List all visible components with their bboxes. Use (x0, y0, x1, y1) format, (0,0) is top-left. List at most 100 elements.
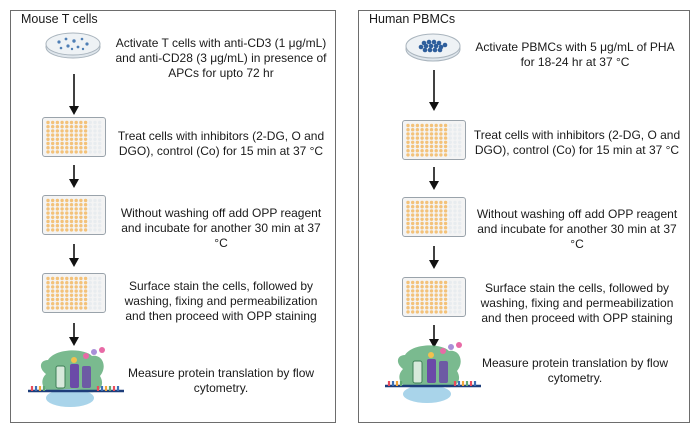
well (439, 200, 443, 205)
well-grid (406, 123, 462, 157)
well (429, 306, 434, 310)
well (55, 302, 60, 306)
well (51, 293, 55, 297)
well (448, 209, 452, 213)
well-plate-icon (42, 117, 106, 157)
well (429, 205, 434, 209)
well (88, 224, 92, 228)
arrow-down-icon (69, 244, 79, 267)
well (453, 136, 457, 140)
well (88, 133, 92, 137)
well (88, 285, 92, 289)
well (411, 226, 415, 230)
well (65, 276, 69, 281)
well (411, 217, 415, 221)
well (443, 205, 448, 209)
well (69, 203, 74, 207)
well (46, 276, 50, 281)
well (74, 211, 78, 215)
well (439, 285, 443, 289)
well (65, 281, 69, 285)
well (420, 285, 424, 289)
well (98, 285, 102, 289)
well (88, 219, 92, 224)
well (443, 310, 448, 314)
well (74, 289, 78, 293)
well (443, 221, 448, 226)
well (434, 297, 438, 301)
well (79, 150, 83, 154)
well (425, 213, 429, 217)
well (453, 213, 457, 217)
well (429, 128, 434, 132)
well (448, 132, 452, 136)
well (51, 125, 55, 129)
well (88, 293, 92, 297)
well (420, 144, 424, 149)
well (411, 293, 415, 297)
well (448, 221, 452, 226)
well (458, 306, 462, 310)
well (406, 140, 410, 144)
well (60, 146, 64, 150)
arrow-down-icon (69, 323, 79, 346)
well (429, 140, 434, 144)
well (83, 198, 88, 203)
well (83, 228, 88, 232)
well (420, 149, 424, 153)
well (415, 144, 420, 149)
well (74, 276, 78, 281)
well (458, 200, 462, 205)
well (51, 302, 55, 306)
well (98, 224, 102, 228)
well (88, 150, 92, 154)
well (406, 221, 410, 226)
well (434, 293, 438, 297)
well (425, 285, 429, 289)
well (51, 146, 55, 150)
well (65, 224, 69, 228)
well (60, 150, 64, 154)
step-3-text: Without washing off add OPP reagent and … (120, 206, 322, 250)
well (83, 146, 88, 150)
well (74, 281, 78, 285)
well (51, 203, 55, 207)
well (83, 293, 88, 297)
well (458, 213, 462, 217)
well (93, 302, 97, 306)
well (415, 209, 420, 213)
well (55, 285, 60, 289)
well (448, 128, 452, 132)
well (420, 136, 424, 140)
well (93, 198, 97, 203)
well (60, 203, 64, 207)
well (46, 150, 50, 154)
well (83, 120, 88, 125)
well (448, 280, 452, 285)
well (88, 137, 92, 141)
well (51, 137, 55, 141)
well (69, 297, 74, 302)
well (93, 141, 97, 146)
well (79, 203, 83, 207)
well (55, 297, 60, 302)
well (439, 226, 443, 230)
well (51, 198, 55, 203)
well (60, 215, 64, 219)
well (453, 205, 457, 209)
well (434, 310, 438, 314)
well (434, 230, 438, 234)
well (74, 215, 78, 219)
well (453, 128, 457, 132)
well (69, 276, 74, 281)
well (93, 215, 97, 219)
well (425, 310, 429, 314)
well (51, 150, 55, 154)
well (60, 125, 64, 129)
well (98, 228, 102, 232)
well (55, 203, 60, 207)
well (458, 140, 462, 144)
well (55, 133, 60, 137)
well (83, 129, 88, 133)
well (458, 310, 462, 314)
